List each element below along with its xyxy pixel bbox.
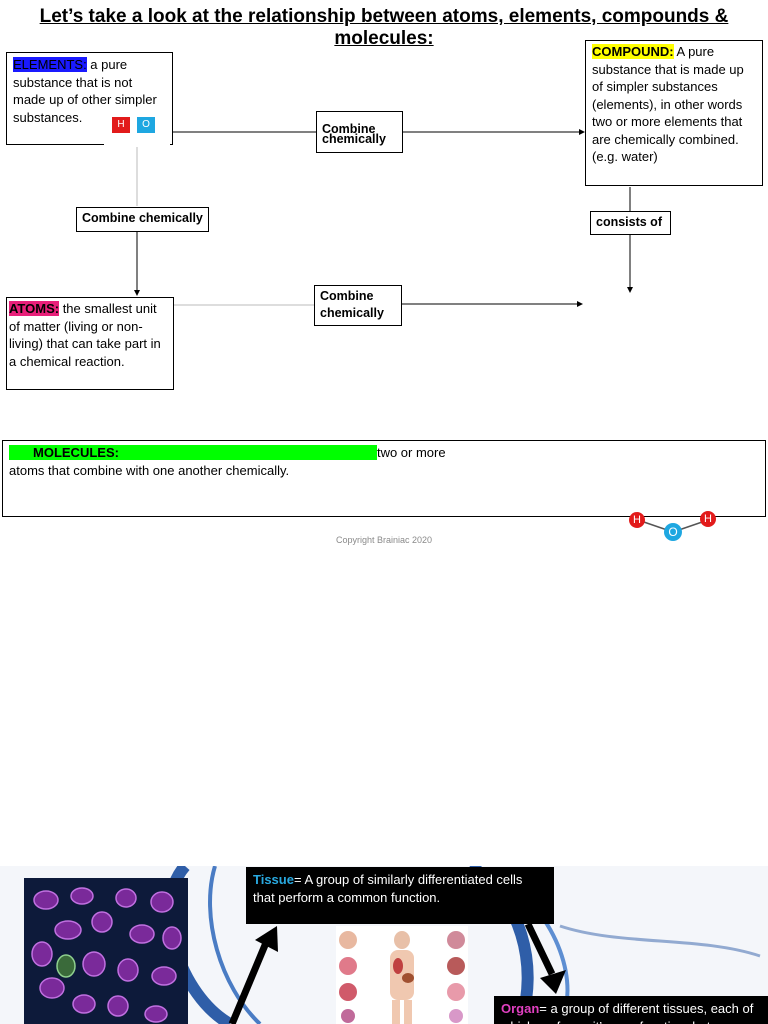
elements-term: ELEMENTS: (13, 57, 87, 72)
consists-of-text: consists of (596, 215, 662, 229)
organ-definition: = a group of different tissues, each of … (501, 1001, 754, 1024)
combine-chemically-text-left: Combine chemically (82, 211, 203, 225)
atoms-term: ATOMS: (9, 301, 60, 316)
organ-term: Organ (501, 1001, 540, 1016)
atoms-definition: the smallest unit of matter (living or n… (9, 301, 161, 369)
organ-definition-box: Organ= a group of different tissues, eac… (494, 996, 768, 1024)
copyright-text: Copyright Brainiac 2020 (335, 535, 433, 545)
hydrogen-atom-icon: H (629, 512, 645, 528)
combine-chemically-text-middle: Combine chemically (320, 289, 384, 320)
hydrogen-square-icon: H (112, 117, 130, 133)
organization-levels-banner: Tissue= A group of similarly differentia… (0, 866, 768, 1024)
combine-chemically-label-left: Combine chemically (76, 207, 209, 232)
molecules-definition-line1: two or more (376, 445, 446, 460)
molecules-term: MOLECULES: (9, 445, 377, 460)
molecules-box: MOLECULES:two or more atoms that combine… (2, 440, 766, 517)
molecules-definition-line2: atoms that combine with one another chem… (9, 462, 290, 478)
oxygen-square-icon: O (137, 117, 155, 133)
page-title: Let’s take a look at the relationship be… (39, 6, 729, 49)
consists-of-label: consists of (590, 211, 671, 235)
oxygen-atom-icon: O (664, 523, 682, 541)
combine-chemically-label-top: Combine chemically (316, 111, 403, 153)
organs-diagram-image (336, 926, 468, 1024)
combine-chemically-text-top: Combine chemically (322, 122, 386, 146)
compound-term: COMPOUND: (592, 44, 674, 59)
tissue-definition-box: Tissue= A group of similarly differentia… (246, 867, 554, 924)
banner-arrows (228, 922, 566, 1024)
tissue-term: Tissue (253, 872, 294, 887)
connector-lines (134, 129, 633, 307)
combine-chemically-label-middle: Combine chemically (314, 285, 402, 326)
compound-definition: A pure substance that is made up of simp… (592, 44, 744, 164)
compound-box: COMPOUND: A pure substance that is made … (585, 40, 763, 186)
tissue-definition: = A group of similarly differentiated ce… (253, 872, 523, 905)
atoms-box: ATOMS: the smallest unit of matter (livi… (6, 297, 174, 390)
hydrogen-atom-icon: H (700, 511, 716, 527)
elements-definition: a pure substance that is not made up of … (13, 57, 157, 125)
cells-image (24, 878, 188, 1024)
